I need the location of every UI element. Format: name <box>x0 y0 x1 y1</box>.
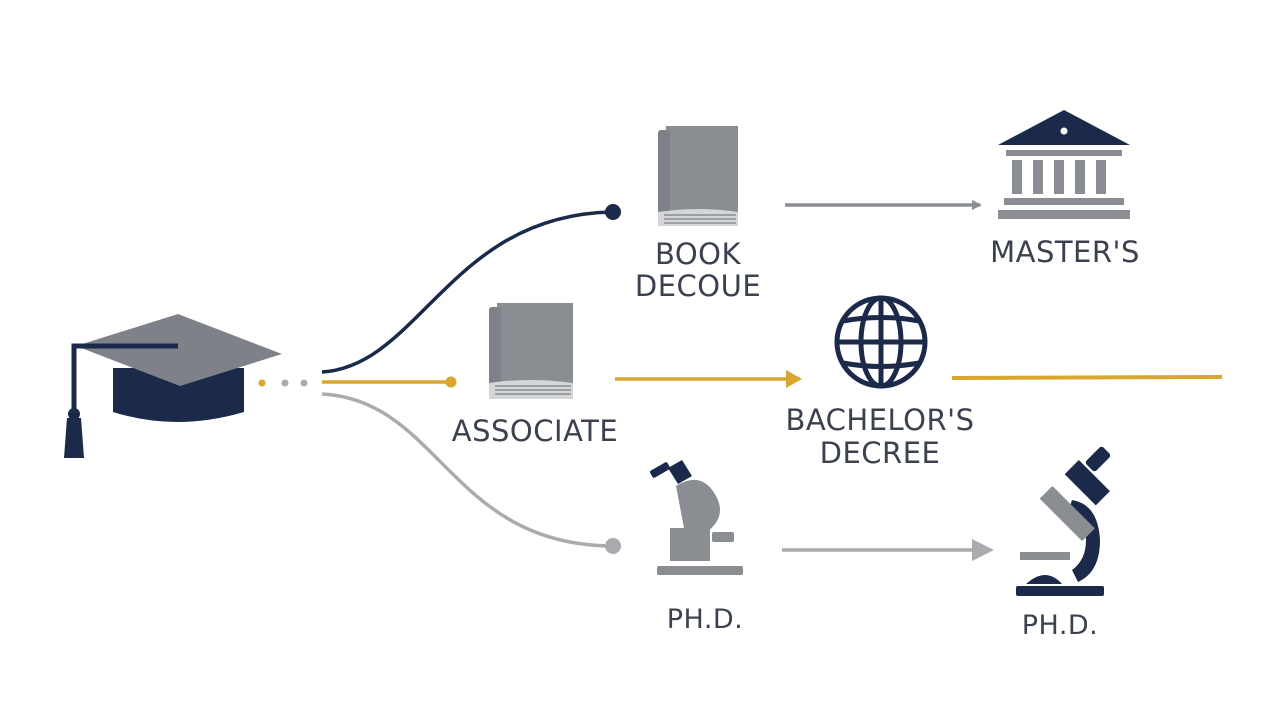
connector-dots <box>258 379 308 387</box>
node-label-book-line2: DECOUE <box>634 269 762 303</box>
graduation-cap-icon <box>64 314 282 458</box>
node-label-book-line1: BOOK <box>654 237 742 271</box>
node-label-phd-left: PH.D. <box>620 604 790 636</box>
node-label-phd-right-text: PH.D. <box>1021 610 1099 641</box>
node-label-bachelors-line1: BACHELOR'S <box>785 403 975 437</box>
microscope-icon <box>650 460 743 575</box>
book-icon <box>658 126 738 226</box>
node-label-masters-text: MASTER'S <box>990 235 1140 269</box>
node-label-phd-left-text: PH.D. <box>666 604 744 635</box>
bachelors-continuation-line <box>951 375 1223 380</box>
node-label-associate: ASSOCIATE <box>420 415 650 447</box>
university-building-icon <box>998 110 1130 219</box>
node-label-bachelors: BACHELOR'S DECREE <box>760 404 1000 470</box>
branch-top-node <box>605 204 621 220</box>
node-label-phd-right: PH.D. <box>975 610 1145 642</box>
node-label-masters: MASTER'S <box>960 236 1170 268</box>
node-label-book: BOOK DECOUE <box>598 238 798 302</box>
branch-bottom-node <box>605 538 621 554</box>
book-icon <box>489 303 573 399</box>
branch-top-connector <box>321 210 613 374</box>
branch-bottom-connector <box>321 392 613 548</box>
branch-middle-node <box>445 376 457 388</box>
globe-icon <box>834 295 928 389</box>
microscope-icon <box>1016 446 1111 596</box>
node-label-bachelors-line2: DECREE <box>819 436 941 470</box>
node-label-associate-text: ASSOCIATE <box>451 414 619 448</box>
